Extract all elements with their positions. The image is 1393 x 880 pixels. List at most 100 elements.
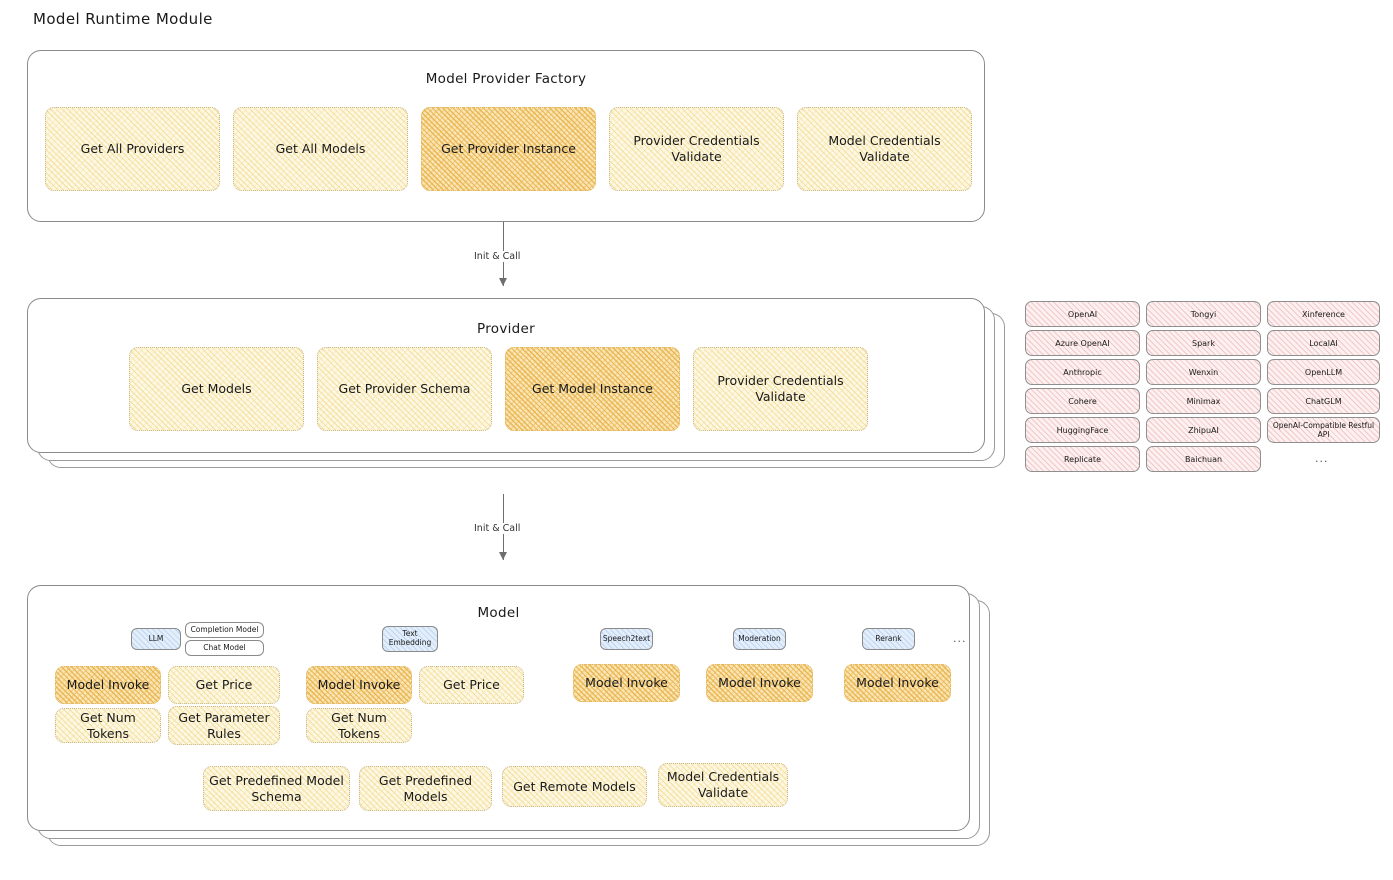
provider-box-label: Get Models <box>181 381 252 397</box>
provider-chip-label: OpenAI-Compatible Restful API <box>1272 421 1375 439</box>
factory-box-label: Provider Credentials Validate <box>633 133 760 164</box>
provider-chip-zhipuai[interactable]: ZhipuAI <box>1146 417 1261 443</box>
provider-chip-azure-openai[interactable]: Azure OpenAI <box>1025 330 1140 356</box>
provider-box-label: Provider Credentials Validate <box>717 373 844 404</box>
arrow-factory-to-provider-label: Init & Call <box>471 251 524 262</box>
provider-chip-minimax[interactable]: Minimax <box>1146 388 1261 414</box>
arrow-factory-to-provider-head <box>498 278 507 286</box>
factory-box-model-credentials-validate[interactable]: Model Credentials Validate <box>797 107 972 191</box>
provider-chip-spark[interactable]: Spark <box>1146 330 1261 356</box>
model-method-moderation-model-invoke[interactable]: Model Invoke <box>706 664 813 702</box>
provider-box-get-provider-schema[interactable]: Get Provider Schema <box>317 347 492 431</box>
model-type-tag-speech2text[interactable]: Speech2text <box>600 628 653 650</box>
model-common-get-predefined-model-schema[interactable]: Get Predefined Model Schema <box>203 766 350 811</box>
factory-box-label: Model Credentials Validate <box>828 133 941 164</box>
model-method-label: Get Price <box>443 677 500 693</box>
model-method-speech2text-model-invoke[interactable]: Model Invoke <box>573 664 680 702</box>
model-method-text-embedding-get-num-tokens[interactable]: Get Num Tokens <box>306 708 412 743</box>
model-common-label: Get Remote Models <box>513 778 636 794</box>
provider-chip-label: OpenAI <box>1067 309 1098 319</box>
model-provider-factory-title: Model Provider Factory <box>425 71 587 87</box>
provider-chip-huggingface[interactable]: HuggingFace <box>1025 417 1140 443</box>
arrow-provider-to-model-label: Init & Call <box>471 523 524 534</box>
model-type-tag-label: Rerank <box>875 633 902 643</box>
provider-chip-wenxin[interactable]: Wenxin <box>1146 359 1261 385</box>
provider-chip-label: Xinference <box>1302 309 1345 319</box>
model-method-label: Get Num Tokens <box>80 709 136 741</box>
provider-chip-label: Minimax <box>1186 396 1221 406</box>
model-common-model-credentials-validate[interactable]: Model Credentials Validate <box>658 763 788 807</box>
provider-chip-openai-compatible-restful-api[interactable]: OpenAI-Compatible Restful API <box>1267 417 1380 443</box>
model-common-get-predefined-models[interactable]: Get Predefined Models <box>359 766 492 811</box>
provider-chip-openllm[interactable]: OpenLLM <box>1267 359 1380 385</box>
model-method-llm-model-invoke[interactable]: Model Invoke <box>55 666 161 704</box>
provider-chip-tongyi[interactable]: Tongyi <box>1146 301 1261 327</box>
model-method-label: Model Invoke <box>66 677 150 693</box>
model-type-tag-moderation[interactable]: Moderation <box>733 628 786 650</box>
provider-chip-label: ZhipuAI <box>1188 425 1219 435</box>
provider-chip-chatglm[interactable]: ChatGLM <box>1267 388 1380 414</box>
provider-chip-label: HuggingFace <box>1056 425 1109 435</box>
provider-chip-baichuan[interactable]: Baichuan <box>1146 446 1261 472</box>
provider-chip-label: Spark <box>1192 338 1215 348</box>
model-type-tag-label: Moderation <box>738 633 781 643</box>
provider-chip-label: Wenxin <box>1188 367 1219 377</box>
arrow-provider-to-model-head <box>498 552 507 560</box>
model-type-tag-label: Speech2text <box>602 633 651 643</box>
provider-chip-label: Baichuan <box>1184 454 1223 464</box>
factory-box-get-all-models[interactable]: Get All Models <box>233 107 408 191</box>
model-method-label: Get Num Tokens <box>331 709 387 741</box>
provider-box-provider-credentials-validate[interactable]: Provider Credentials Validate <box>693 347 868 431</box>
model-subtag-chat-model[interactable]: Chat Model <box>185 640 264 656</box>
factory-box-label: Get All Providers <box>80 141 185 157</box>
model-provider-factory-panel: Model Provider Factory Get All Providers… <box>27 50 985 222</box>
model-type-tag-label: LLM <box>148 633 164 643</box>
factory-box-label: Get Provider Instance <box>441 141 576 157</box>
provider-chip-replicate[interactable]: Replicate <box>1025 446 1140 472</box>
provider-chip-label: ChatGLM <box>1305 396 1342 406</box>
model-method-label: Model Invoke <box>317 677 401 693</box>
model-subtag-label: Chat Model <box>203 642 246 652</box>
model-method-text-embedding-model-invoke[interactable]: Model Invoke <box>306 666 412 704</box>
provider-chip-openai[interactable]: OpenAI <box>1025 301 1140 327</box>
model-method-llm-get-num-tokens[interactable]: Get Num Tokens <box>55 708 161 743</box>
model-common-get-remote-models[interactable]: Get Remote Models <box>502 766 647 807</box>
model-common-label: Get Predefined Model Schema <box>209 772 344 804</box>
model-method-label: Get Parameter Rules <box>178 709 270 741</box>
provider-box-get-models[interactable]: Get Models <box>129 347 304 431</box>
model-title: Model <box>477 605 520 621</box>
model-method-label: Model Invoke <box>718 675 801 691</box>
provider-chip-label: Anthropic <box>1063 367 1102 377</box>
model-type-tag-text-embedding[interactable]: Text Embedding <box>382 626 438 652</box>
model-common-label: Model Credentials Validate <box>666 769 780 800</box>
model-type-tag-llm[interactable]: LLM <box>131 628 181 650</box>
provider-chip-label: LocalAI <box>1309 338 1338 348</box>
model-method-llm-get-price[interactable]: Get Price <box>168 666 280 704</box>
factory-box-provider-credentials-validate[interactable]: Provider Credentials Validate <box>609 107 784 191</box>
factory-box-get-provider-instance[interactable]: Get Provider Instance <box>421 107 596 191</box>
model-type-tag-rerank[interactable]: Rerank <box>862 628 915 650</box>
provider-chip-localai[interactable]: LocalAI <box>1267 330 1380 356</box>
factory-box-get-all-providers[interactable]: Get All Providers <box>45 107 220 191</box>
provider-chip-cohere[interactable]: Cohere <box>1025 388 1140 414</box>
model-method-text-embedding-get-price[interactable]: Get Price <box>419 666 524 704</box>
model-type-tag-label: Text Embedding <box>388 629 432 647</box>
model-common-label: Get Predefined Models <box>378 772 473 804</box>
provider-title: Provider <box>477 321 535 337</box>
model-method-llm-get-parameter-rules[interactable]: Get Parameter Rules <box>168 706 280 745</box>
provider-list: OpenAI Azure OpenAI Anthropic Cohere Hug… <box>1025 300 1380 475</box>
model-method-rerank-model-invoke[interactable]: Model Invoke <box>844 664 951 702</box>
provider-chip-xinference[interactable]: Xinference <box>1267 301 1380 327</box>
factory-box-label: Get All Models <box>275 141 366 157</box>
model-subtag-label: Completion Model <box>190 624 259 634</box>
page-title: Model Runtime Module <box>33 10 213 28</box>
model-subtag-completion-model[interactable]: Completion Model <box>185 622 264 638</box>
provider-chip-label: OpenLLM <box>1304 367 1343 377</box>
provider-chip-label: Tongyi <box>1190 309 1217 319</box>
model-method-label: Model Invoke <box>585 675 668 691</box>
provider-box-get-model-instance[interactable]: Get Model Instance <box>505 347 680 431</box>
model-method-label: Get Price <box>195 677 253 693</box>
provider-chip-anthropic[interactable]: Anthropic <box>1025 359 1140 385</box>
provider-panel: Provider Get Models Get Provider Schema … <box>27 298 985 453</box>
provider-box-label: Get Model Instance <box>532 381 653 397</box>
